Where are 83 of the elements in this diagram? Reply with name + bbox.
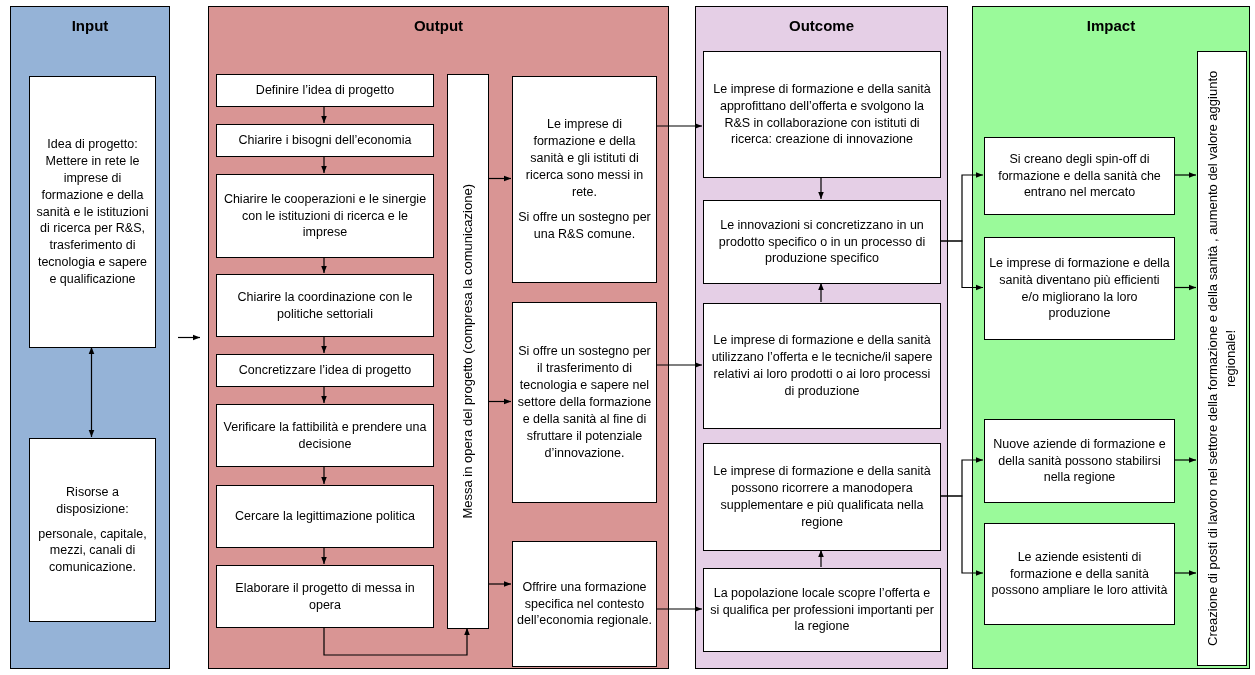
arrow — [321, 335, 327, 354]
box-text: Le imprese di formazione e della sanità diventano più efficienti e/o migliorano la loro produzione — [989, 254, 1170, 323]
arrow — [321, 465, 327, 485]
process-box — [216, 354, 434, 387]
stage-panel — [972, 6, 1250, 669]
box-text: Le imprese di formazione e della sanità e gli istituti di ricerca sono messi in rete. — [524, 116, 645, 201]
box-text: Chiarire la coordinazione con le politiche settoriali — [236, 288, 414, 323]
arrow — [1173, 284, 1197, 291]
stage-panel — [208, 6, 669, 669]
box-text: Le imprese di formazione e della sanità possono ricorrere a manodopera supplementare e più qualificata nella regione — [712, 463, 932, 531]
box-text: La popolazione locale scopre l’offerta e si qualifica per professioni importanti per la regione — [709, 584, 935, 636]
process-box — [216, 404, 434, 467]
process-box — [512, 541, 657, 667]
arrow — [1173, 172, 1197, 178]
process-box — [512, 302, 657, 503]
box-text: Messa in opera del progetto (compresa la comunicazione) — [459, 184, 477, 519]
process-box — [216, 174, 434, 258]
box-text: Chiarire le cooperazioni e le sinergie con le istituzioni di ricerca e le imprese — [222, 190, 428, 242]
process-box — [216, 485, 434, 548]
arrow — [655, 123, 703, 129]
arrow — [655, 606, 703, 612]
arrow — [1173, 457, 1197, 463]
arrow — [818, 549, 824, 568]
box-text: Si creano degli spin-off di formazione e della sanità che entrano nel mercato — [997, 150, 1162, 202]
process-box — [512, 76, 657, 283]
process-box — [984, 137, 1175, 215]
stage-title: Output — [412, 16, 465, 36]
box-text: Nuove aziende di formazione e della sanità possono stabilirsi nella regione — [992, 435, 1167, 487]
box-text: Creazione di posti di lavoro nel settore della formazione e della sanità , aumento del valore aggiunto regionale! — [1204, 69, 1239, 649]
box-text: Concretizzare l’idea di progetto — [238, 362, 412, 379]
box-text: Offrire una formazione specifica nel contesto dell’economia regionale. — [517, 578, 652, 630]
process-box — [29, 438, 156, 622]
arrow — [487, 581, 512, 587]
arrow — [88, 346, 95, 438]
arrow — [323, 626, 470, 656]
box-text: Si offre un sostegno per una R&S comune. — [517, 208, 652, 243]
process-box — [447, 74, 489, 629]
process-box — [703, 303, 941, 429]
process-box — [216, 274, 434, 337]
process-box — [703, 51, 941, 178]
process-box — [1197, 51, 1247, 666]
stage-panel — [695, 6, 948, 669]
arrow — [939, 240, 984, 291]
process-box — [29, 76, 156, 348]
arrow — [818, 176, 824, 200]
box-text: Definire l’idea di progetto — [255, 82, 395, 99]
arrow — [487, 398, 512, 405]
stage-title: Outcome — [788, 16, 855, 36]
process-box — [984, 419, 1175, 503]
box-text: Le innovazioni si concretizzano in un prodotto specifico o in un processo di produzione specifico — [717, 216, 927, 268]
box-text: Chiarire i bisogni dell’economia — [238, 132, 412, 149]
process-box — [216, 124, 434, 157]
process-box — [703, 443, 941, 551]
arrow — [487, 175, 512, 182]
box-text: Elaborare il progetto di messa in opera — [234, 579, 416, 614]
arrow — [321, 105, 327, 124]
box-text: Le aziende esistenti di formazione e della sanità possono ampliare le loro attività — [990, 548, 1169, 600]
arrow — [939, 495, 984, 576]
box-text: Idea di progetto: Mettere in rete le imprese di formazione e della sanità e le istituzioni di ricerca per R&S, trasferimento di tecnologia e sapere e qualificazione — [35, 136, 150, 288]
stage-title: Impact — [1085, 16, 1137, 36]
arrow — [321, 546, 327, 565]
arrow — [321, 256, 327, 274]
arrow — [818, 282, 824, 303]
box-text: Le imprese di formazione e della sanità utilizzano l’offerta e le tecniche/il sapere relativi ai loro prodotti o ai loro processi di produzione — [710, 332, 934, 400]
box-text: Si offre un sostegno per il trasferimento di tecnologia e sapere nel settore della formazione e della sanità al fine di sfruttare il potenziale d’innovazione. — [517, 343, 652, 462]
box-text: Cercare la legittimazione politica — [235, 508, 415, 525]
box-text: Le imprese di formazione e della sanità approfittano dell’offerta e svolgono la R&S in collaborazione con istituti di ricerca: creazione di innovazione — [712, 80, 932, 149]
process-box — [216, 565, 434, 628]
arrow — [655, 362, 703, 368]
process-box — [703, 568, 941, 652]
stage-panel — [10, 6, 170, 669]
box-text: Verificare la fattibilità e prendere una decisione — [222, 418, 428, 453]
process-box — [984, 523, 1175, 625]
box-text: Risorse a disposizione: — [55, 483, 130, 518]
stage-title: Input — [70, 16, 110, 36]
arrow — [321, 155, 327, 174]
process-box — [216, 74, 434, 107]
arrow — [321, 385, 327, 404]
box-text: personale, capitale, mezzi, canali di comunicazione. — [37, 525, 148, 577]
arrow — [177, 334, 201, 341]
arrow — [1173, 570, 1197, 576]
process-box — [984, 237, 1175, 340]
process-box — [703, 200, 941, 284]
